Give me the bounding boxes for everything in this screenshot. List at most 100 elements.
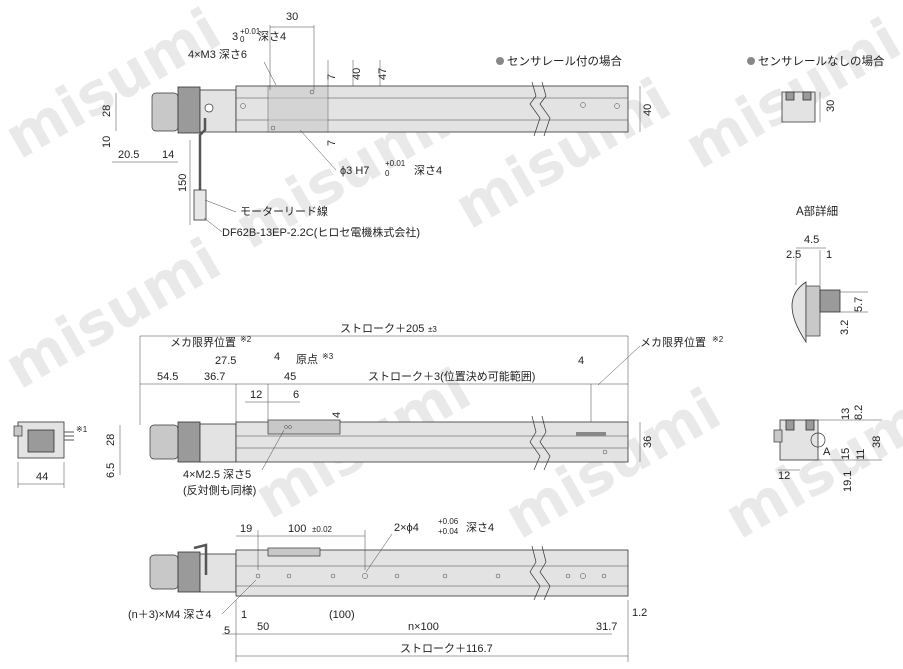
dim-47: 47 xyxy=(377,68,389,80)
dim-5-7: 5.7 xyxy=(853,297,865,312)
bottom-view: 19 100 ±0.02 2×ϕ4 +0.06 +0.04 深さ4 (n＋3)×… xyxy=(128,517,647,662)
m25-label: 4×M2.5 深さ5 xyxy=(183,468,251,481)
slider xyxy=(267,85,329,133)
dim-11: 11 xyxy=(855,449,867,460)
motor-body-bottom xyxy=(149,554,179,590)
end-view: A 13 8.2 15 38 11 12 19.1 xyxy=(773,405,883,492)
dim-44: 44 xyxy=(36,471,48,483)
dim-stroke-116: ストローク＋116.7 xyxy=(400,642,493,655)
motor-body xyxy=(151,92,179,132)
dim-30-without-rail: 30 xyxy=(825,100,837,112)
detail-a-view: 4.5 2.5 1 5.7 3.2 xyxy=(786,234,868,344)
detail-a-label: A xyxy=(823,446,831,458)
top-view: 30 3 +0.01 0 深さ4 4×M3 深さ6 7 40 47 28 10 … xyxy=(101,11,654,239)
dim-6: 6 xyxy=(293,389,299,401)
dim-4a: 4 xyxy=(274,351,280,363)
watermark-8: misumi xyxy=(713,375,903,552)
dim-phi3: ϕ3 H7 xyxy=(340,165,369,177)
dim-30: 30 xyxy=(286,11,298,23)
pin-depth: 深さ4 xyxy=(466,521,494,534)
motor-body-front xyxy=(149,424,179,460)
dim-3-tol-upper: +0.01 xyxy=(240,27,261,36)
dim-stroke-205-tol: ±3 xyxy=(428,325,437,334)
rail-body-bottom xyxy=(235,549,629,597)
dim-phi3-depth: 深さ4 xyxy=(414,164,442,177)
dim-36: 36 xyxy=(642,436,654,448)
mech-limit-left: メカ限界位置 xyxy=(170,335,236,349)
dim-phi3-tol-lower: 0 xyxy=(385,169,390,178)
dim-14: 14 xyxy=(162,149,174,161)
mech-limit-right: メカ限界位置 xyxy=(640,335,706,349)
without-rail-view: 30 xyxy=(781,91,837,123)
dim-2-5: 2.5 xyxy=(786,249,801,261)
dim-28: 28 xyxy=(101,105,113,117)
dim-7a: 7 xyxy=(326,74,338,80)
dim-100-pitch: 100 xyxy=(288,523,306,535)
dim-20-5: 20.5 xyxy=(118,149,139,161)
bullet-icon xyxy=(496,57,504,65)
dim-31-7: 31.7 xyxy=(596,621,617,633)
dim-3-depth: 深さ4 xyxy=(258,30,286,43)
dim-28-front: 28 xyxy=(105,434,117,446)
dim-phi3-tol-upper: +0.01 xyxy=(385,159,406,168)
origin-label: 原点 xyxy=(296,353,318,366)
connector-label: DF62B-13EP-2.2C(ヒロセ電機株式会社) xyxy=(222,225,420,239)
pin-tol-upper: +0.06 xyxy=(438,517,459,526)
dim-7b: 7 xyxy=(326,140,338,146)
dim-19: 19 xyxy=(240,523,252,535)
watermark-5: misumi xyxy=(0,225,232,402)
motor-lead-wire xyxy=(198,118,207,190)
dim-1-bottom: 1 xyxy=(241,609,247,621)
dim-100-tol: ±0.02 xyxy=(312,525,333,534)
m4-label: (n＋3)×M4 深さ4 xyxy=(128,608,211,621)
connector-body xyxy=(193,189,207,221)
dim-40b: 40 xyxy=(642,104,654,116)
dim-27-5: 27.5 xyxy=(215,355,236,367)
dim-1: 1 xyxy=(826,249,832,261)
dim-19-1: 19.1 xyxy=(842,471,854,492)
watermark-1: misumi xyxy=(0,0,232,172)
dim-10: 10 xyxy=(101,136,113,148)
dim-12-end: 12 xyxy=(778,470,790,482)
dim-4c: 4 xyxy=(331,412,343,418)
dim-3-tol-lower: 0 xyxy=(240,35,245,44)
dim-1-2: 1.2 xyxy=(632,607,647,619)
front-view: ストローク＋205 ±3 メカ限界位置 ※2 メカ限界位置 ※2 27.5 4 … xyxy=(105,322,724,497)
dim-6-5: 6.5 xyxy=(105,463,117,478)
dim-4xm3: 4×M3 深さ6 xyxy=(188,48,247,61)
slider-front xyxy=(267,419,341,435)
dim-45: 45 xyxy=(284,371,296,383)
note-2-left: ※2 xyxy=(240,335,252,344)
dim-4-5: 4.5 xyxy=(804,234,819,246)
dim-36-7: 36.7 xyxy=(204,371,225,383)
dim-12: 12 xyxy=(250,389,262,401)
dim-5: 5 xyxy=(224,625,230,637)
pin-label: 2×ϕ4 xyxy=(394,522,419,534)
m25-note: (反対側も同様) xyxy=(183,483,256,497)
dim-13: 13 xyxy=(840,408,852,420)
dim-150: 150 xyxy=(177,174,189,192)
header-without-rail: センサレールなしの場合 xyxy=(758,54,885,68)
pin-tol-lower: +0.04 xyxy=(438,527,459,536)
dim-54-5: 54.5 xyxy=(157,371,178,383)
dim-38: 38 xyxy=(871,436,883,448)
dim-3-2: 3.2 xyxy=(839,320,851,335)
watermark-layer: misumi misumi misumi misumi misumi misum… xyxy=(0,0,903,552)
motor-flange xyxy=(177,86,201,134)
note-3: ※3 xyxy=(322,352,334,361)
dim-15: 15 xyxy=(840,448,852,460)
dim-8-2: 8.2 xyxy=(853,405,865,420)
dim-stroke-205: ストローク＋205 xyxy=(340,322,424,335)
note-1: ※1 xyxy=(76,425,88,434)
header-detail-a: A部詳細 xyxy=(796,204,838,218)
dim-4b: 4 xyxy=(578,355,584,367)
dim-50: 50 xyxy=(257,621,269,633)
bullet-icon xyxy=(747,57,755,65)
motor-lead-label: モーターリード線 xyxy=(240,204,328,218)
watermark-7: misumi xyxy=(493,375,732,552)
dim-3: 3 xyxy=(232,31,238,43)
detail-profile xyxy=(791,281,807,344)
dim-n100: n×100 xyxy=(408,621,439,633)
dim-40a: 40 xyxy=(351,68,363,80)
